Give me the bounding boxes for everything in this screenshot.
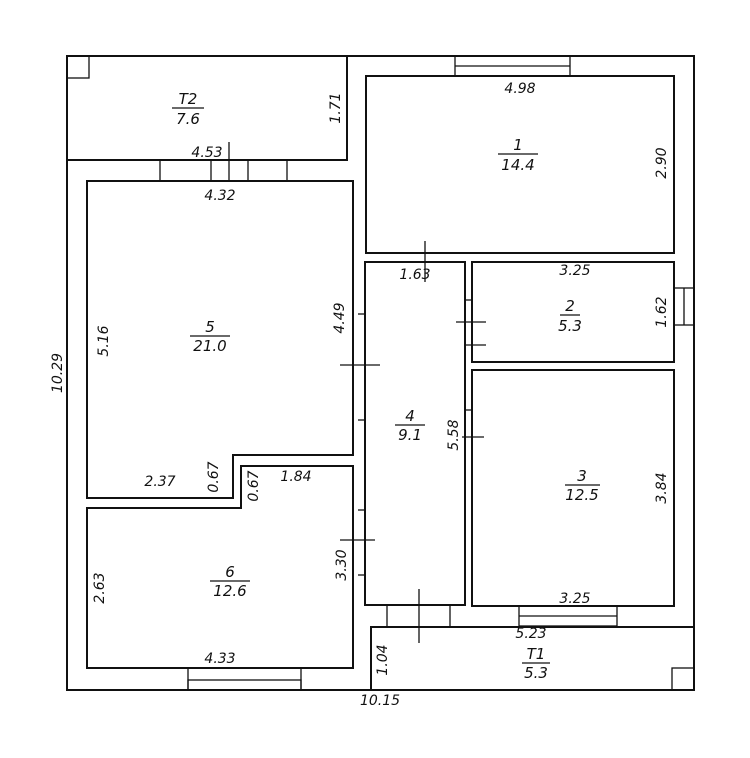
room-1-area: 14.4 — [501, 156, 534, 174]
dim-r6-top: 1.84 — [280, 469, 311, 485]
terrace-t1-outline — [370, 626, 694, 690]
dim-r5-left-height: 5.16 — [96, 325, 112, 356]
dim-r2-width: 3.25 — [559, 263, 590, 279]
dim-r5-bottom: 2.37 — [144, 474, 175, 490]
room-5-name: 5 — [205, 318, 215, 336]
room-3-name: 3 — [577, 467, 587, 485]
window-room-5 — [159, 159, 288, 182]
dim-t2-width: 4.53 — [191, 145, 222, 161]
dim-r5-right-height: 4.49 — [332, 302, 348, 333]
dim-t1-height: 1.04 — [375, 644, 391, 675]
room-2-area: 5.3 — [558, 317, 582, 335]
room-6-area: 12.6 — [213, 582, 246, 600]
dim-r1-height: 2.90 — [654, 147, 670, 178]
window-room-3 — [518, 605, 618, 627]
dim-r6-left: 2.63 — [92, 572, 108, 603]
dim-overall-height: 10.29 — [50, 353, 66, 393]
window-room-6 — [187, 668, 302, 691]
corner-mark-top-left — [66, 55, 90, 79]
dim-r6-right: 3.30 — [334, 549, 350, 580]
outer-wall — [66, 55, 695, 691]
dim-t1-width: 5.23 — [515, 626, 546, 642]
dim-overall-width: 10.15 — [360, 693, 400, 709]
room-4-area: 9.1 — [398, 426, 422, 444]
dim-r2-height: 1.62 — [654, 296, 670, 327]
room-4-name: 4 — [405, 407, 415, 425]
dim-step-a: 0.67 — [206, 461, 222, 492]
dim-r3-bottom: 3.25 — [559, 591, 590, 607]
dim-r5-width: 4.32 — [204, 188, 235, 204]
dim-t2-height: 1.71 — [328, 92, 344, 123]
dim-step-b: 0.67 — [246, 470, 262, 501]
room-6-outline — [86, 465, 354, 669]
room-6-name: 6 — [225, 563, 235, 581]
room-t2-area: 7.6 — [176, 110, 200, 128]
dim-r1-width: 4.98 — [504, 81, 535, 97]
dim-r3-height: 3.84 — [654, 472, 670, 503]
room-5-area: 21.0 — [193, 337, 226, 355]
room-4-outline — [364, 261, 466, 606]
window-room-2 — [673, 287, 695, 326]
corner-mark-bottom-right — [671, 667, 695, 691]
dim-r4-height: 5.58 — [446, 419, 462, 450]
room-3-area: 12.5 — [565, 486, 598, 504]
room-t2-name: Т2 — [179, 90, 198, 108]
room-t1-area: 5.3 — [524, 664, 548, 682]
room-t1-name: Т1 — [527, 645, 546, 663]
dim-r6-bottom: 4.33 — [204, 651, 235, 667]
room-5-outline — [86, 180, 354, 499]
room-1-name: 1 — [513, 136, 523, 154]
window-room-1 — [454, 55, 571, 77]
room-2-name: 2 — [565, 297, 575, 315]
door-marks — [228, 142, 486, 643]
area-fraction-lines — [172, 107, 600, 664]
dim-r4-width: 1.63 — [399, 267, 430, 283]
